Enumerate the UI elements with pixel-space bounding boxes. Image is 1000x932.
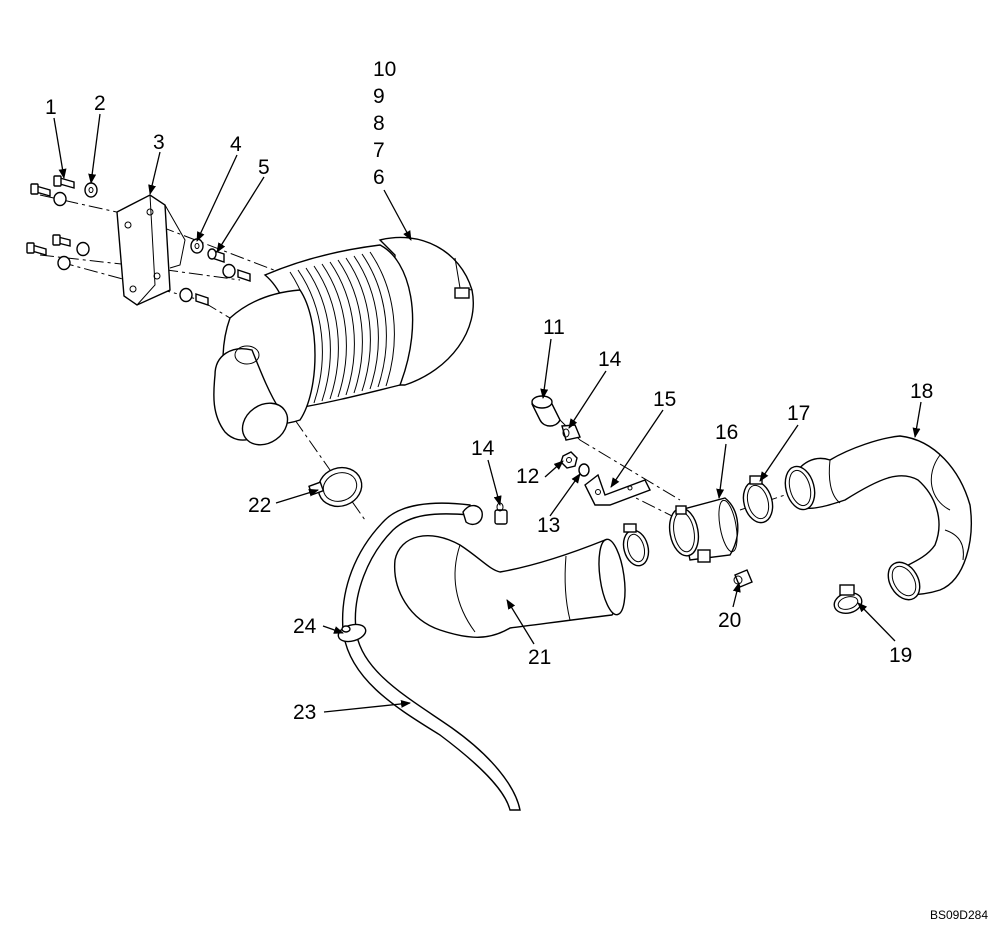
callout-16: 16: [715, 421, 738, 444]
callout-22: 22: [248, 494, 271, 517]
callout-20: 20: [718, 609, 741, 632]
callout-1: 1: [45, 96, 57, 119]
callout-13: 13: [537, 514, 560, 537]
callout-7: 7: [373, 139, 385, 162]
mounting-hardware: [26, 175, 251, 306]
nut-12-washer-13: [560, 451, 590, 477]
hose-clamp-17: [742, 475, 774, 524]
mounting-bracket: [116, 194, 186, 306]
callout-21: 21: [528, 646, 551, 669]
callout-18: 18: [910, 380, 933, 403]
hose-clamp-22: [308, 466, 363, 508]
callout-24: 24: [293, 615, 317, 638]
callout-5: 5: [258, 156, 270, 179]
hose-clamp-19: [833, 584, 863, 615]
callout-11: 11: [543, 316, 565, 339]
clamp-14-hose: [462, 502, 508, 526]
callout-17: 17: [787, 402, 810, 425]
tube-clamp: [622, 523, 650, 567]
callout-15: 15: [653, 388, 676, 411]
callout-6: 6: [373, 166, 385, 189]
intake-hose-18: [784, 435, 972, 601]
hose-clamp-24: [337, 623, 367, 643]
callout-9: 9: [373, 85, 385, 108]
coupler-tube-16: [668, 497, 739, 563]
callout-19: 19: [889, 644, 912, 667]
intake-elbow-hose-21: [394, 535, 626, 638]
callout-10: 10: [373, 58, 396, 81]
leader-lines: [53, 113, 922, 713]
callout-12: 12: [516, 465, 539, 488]
pin-20: [733, 569, 753, 588]
hose-fitting-11: [531, 395, 581, 441]
callout-4: 4: [230, 133, 242, 156]
support-bracket-15: [584, 473, 651, 506]
callout-2: 2: [94, 92, 106, 115]
callout-labels: 1 2 3 4 5 10 9 8 7 6 11 14 15 16 17 18 1…: [45, 58, 933, 724]
callout-14-upper: 14: [598, 348, 622, 371]
callout-8: 8: [373, 112, 385, 135]
drawing-reference-code: BS09D284: [930, 908, 988, 922]
callout-14-lower: 14: [471, 437, 495, 460]
callout-23: 23: [293, 701, 316, 724]
callout-3: 3: [153, 131, 165, 154]
air-cleaner-assembly: [213, 236, 474, 446]
